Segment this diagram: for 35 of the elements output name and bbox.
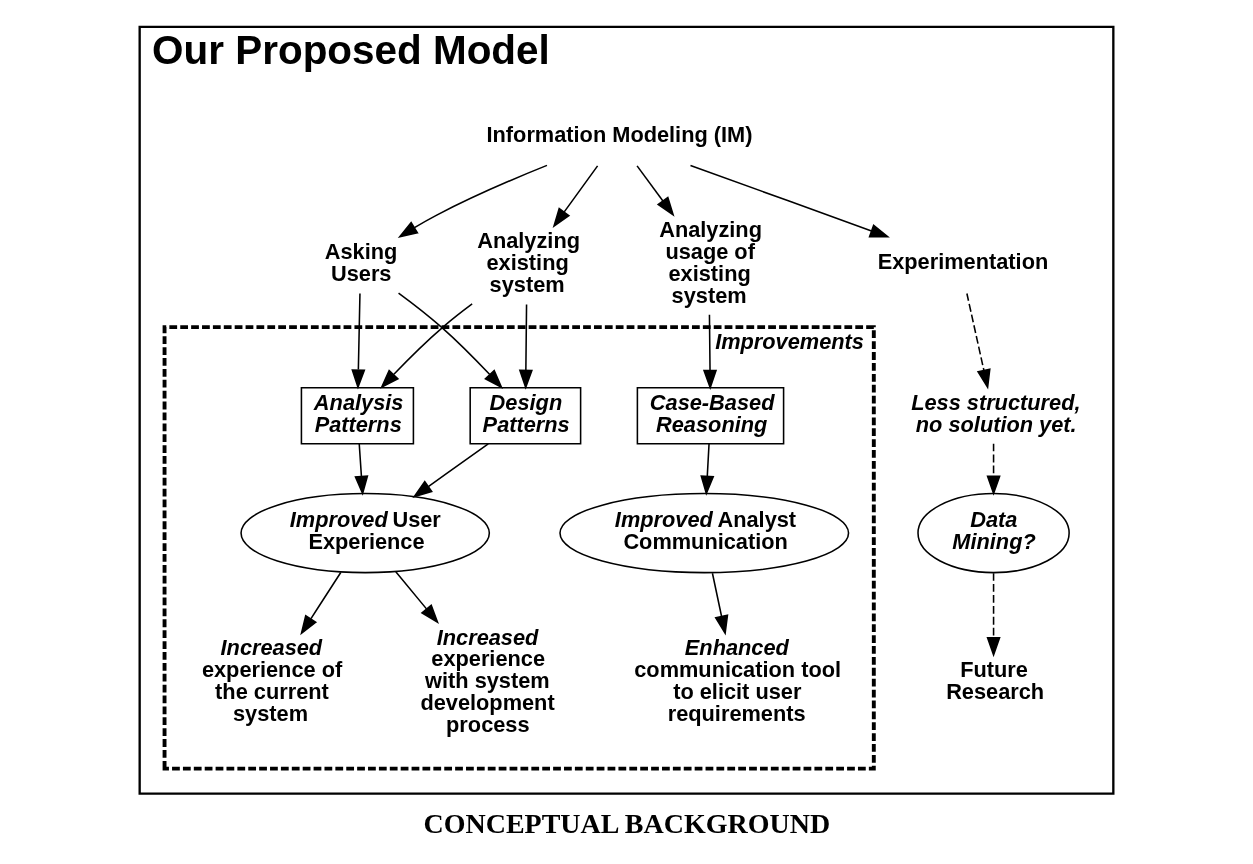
arrow [636, 165, 675, 217]
node-box: Analysis Patterns [300, 386, 415, 445]
caption: CONCEPTUAL BACKGROUND [423, 808, 831, 840]
node-text: Future Research [946, 657, 1045, 704]
arrow [689, 164, 890, 238]
arrow [711, 572, 729, 636]
node-box: Design Patterns [469, 386, 582, 445]
arrow [966, 292, 991, 390]
node-ellipse: Improved Analyst Communication [559, 492, 850, 574]
node-ellipse: Improved User Experience [240, 492, 491, 574]
arrow [986, 572, 1001, 658]
arrow [354, 443, 369, 496]
arrow [397, 164, 548, 238]
node-text: Information Modeling (IM) [486, 121, 753, 147]
arrow [518, 303, 533, 390]
arrow [395, 570, 439, 625]
arrow [351, 292, 366, 390]
node-text: Analyzing usage of existing system [659, 217, 762, 308]
arrow [397, 292, 504, 389]
arrow [702, 314, 718, 391]
node-text: Experimentation [877, 249, 1049, 275]
node-text: Less structured, no solution yet. [911, 389, 1081, 437]
node-box: Case-Based Reasoning [636, 386, 785, 445]
arrow [986, 443, 1001, 496]
arrow [300, 571, 342, 636]
node-text: Asking Users [324, 238, 398, 286]
arrow [412, 443, 489, 498]
node-text: Increased experience of the current system [201, 635, 343, 726]
node-text: Analyzing existing system [477, 228, 580, 297]
arrow [380, 303, 473, 389]
node-text: Enhanced communication tool to elicit user requirements [634, 635, 842, 726]
node-ellipse: Data Mining? [917, 492, 1070, 574]
arrow [700, 443, 715, 496]
node-text: Increased experience with system development process [420, 624, 555, 737]
arrow [552, 165, 599, 228]
